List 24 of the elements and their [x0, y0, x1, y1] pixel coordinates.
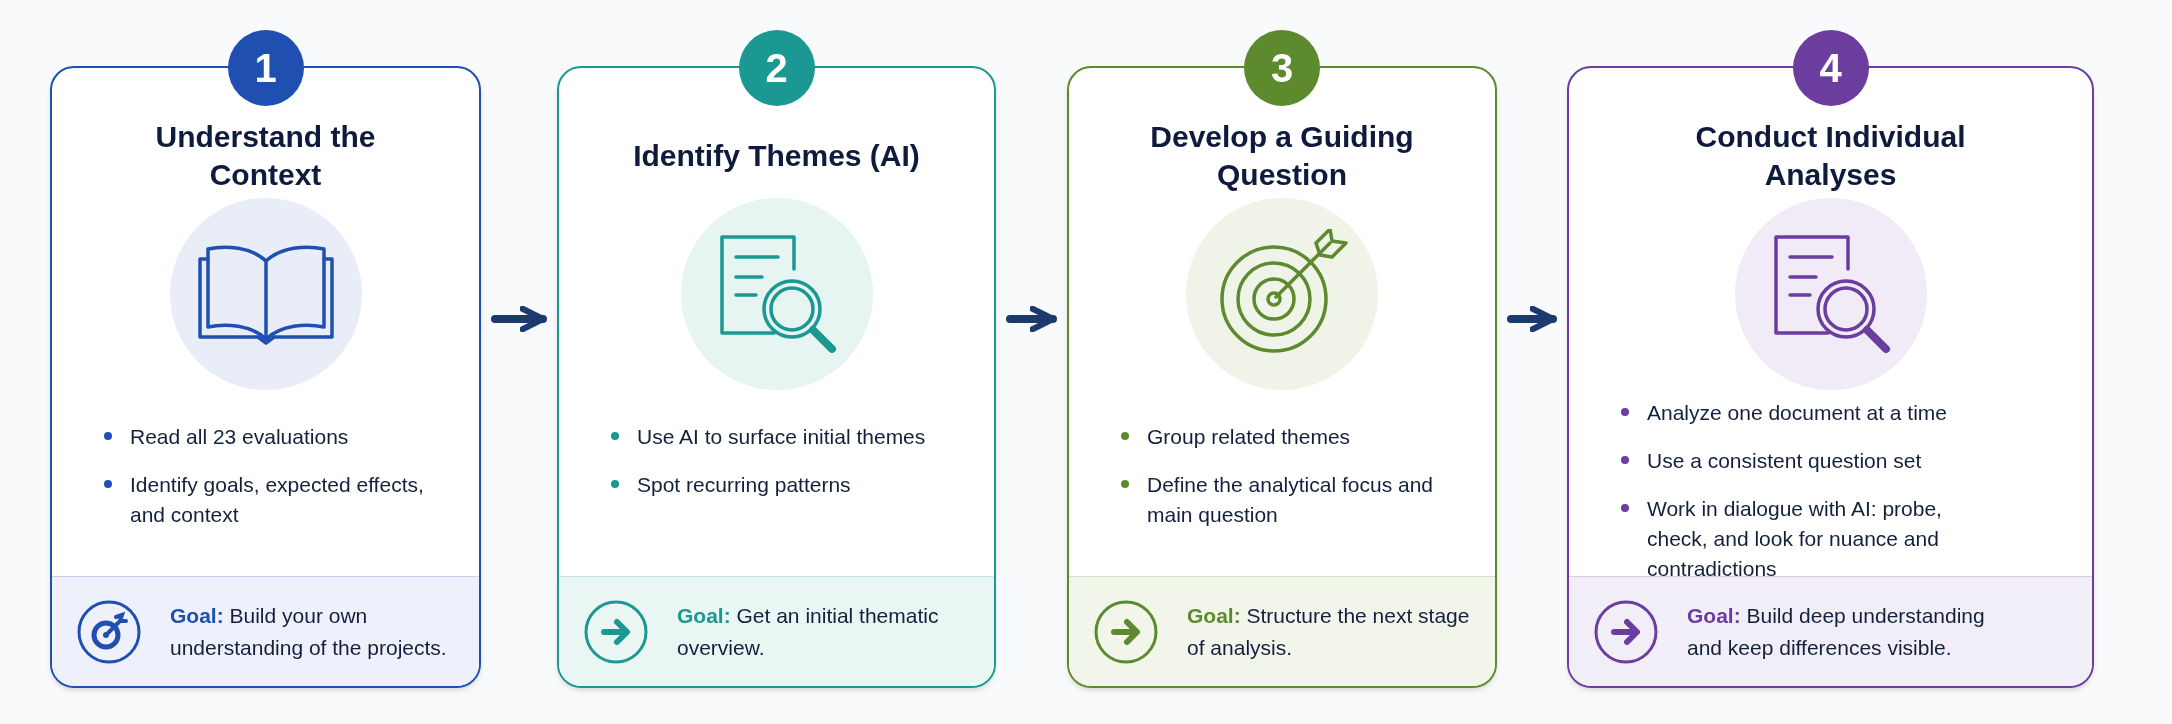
goal-text: Goal: Structure the next stage of analysis.: [1187, 602, 1471, 661]
goal-text: Goal: Get an initial thematic overview.: [677, 602, 940, 661]
arrow: [491, 305, 547, 333]
bullet-text: Define the analytical focus and main question: [1147, 472, 1434, 528]
step-number: 3: [1244, 30, 1320, 106]
bullet-text: Group related themes: [1147, 424, 1351, 450]
goal-text: Goal: Build your own understanding of the projects.: [170, 602, 448, 661]
step-title: Conduct Individual Analyses: [1694, 119, 1967, 193]
bullet-text: Read all 23 evaluations: [130, 424, 349, 450]
step-title: Identify Themes (AI): [633, 138, 920, 174]
step-number: 4: [1792, 30, 1869, 106]
bullet-text: Identify goals, expected effects, and context: [130, 472, 425, 528]
bullet-text: Use AI to surface initial themes: [637, 424, 926, 450]
arrow: [1507, 305, 1557, 333]
step-title: Understand the Context: [154, 119, 377, 193]
step-number: 2: [738, 30, 815, 106]
arrow: [1006, 305, 1057, 333]
step-title: Develop a Guiding Question: [1149, 119, 1415, 193]
bullet-text: Use a consistent question set: [1647, 448, 1922, 474]
bullet-text: Work in dialogue with AI: probe, check, and look for nuance and contradictions: [1647, 496, 1943, 582]
goal-text: Goal: Build deep understanding and keep differences visible.: [1687, 602, 1986, 661]
bullet-text: Spot recurring patterns: [637, 472, 851, 498]
bullet-text: Analyze one document at a time: [1647, 400, 1947, 426]
step-number: 1: [227, 30, 304, 106]
